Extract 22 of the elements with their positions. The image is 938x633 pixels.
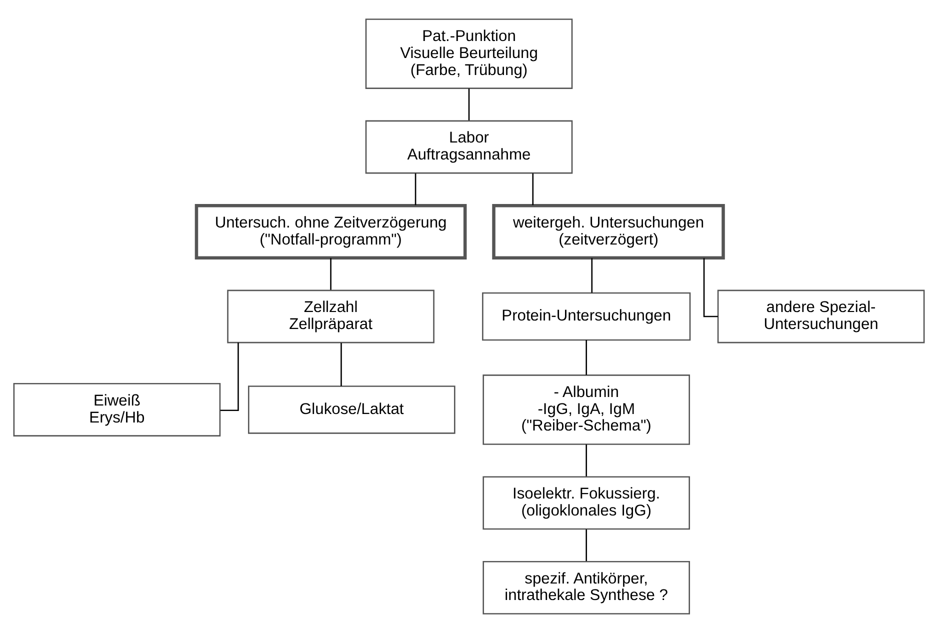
node-box: Pat.-Punktion Visuelle Beurteilung (Farbe, Trübung) [365, 18, 573, 89]
node-box: Glukose/Laktat [248, 386, 456, 434]
connector [591, 258, 593, 293]
node-box: - Albumin -IgG, IgA, IgM ("Reiber-Schema") [482, 374, 690, 445]
node-box: Untersuch. ohne Zeitverzögerung ("Notfall-programm") [194, 204, 467, 260]
node-box: Zellzahl Zellpräparat [227, 290, 434, 344]
node-box: spezif. Antikörper, intrathekale Synthese ? [482, 560, 690, 614]
connector [532, 173, 534, 206]
node-box: andere Spezial- Untersuchungen [717, 290, 925, 344]
node-box: weitergeh. Untersuchungen (zeitverzögert) [492, 204, 725, 260]
node-box: Eiweiß Erys/Hb [13, 383, 221, 436]
connector [586, 529, 587, 562]
connector [468, 88, 470, 120]
connector [414, 173, 416, 206]
connector [586, 444, 587, 476]
connector [586, 340, 587, 375]
connector [220, 342, 239, 412]
connector [330, 258, 332, 290]
node-box: Labor Auftragsannahme [365, 120, 573, 174]
connector [340, 342, 342, 386]
node-box: Protein-Untersuchungen [482, 292, 691, 341]
node-box: Isoelektr. Fokussierg. (oligoklonales IgG) [482, 476, 690, 530]
